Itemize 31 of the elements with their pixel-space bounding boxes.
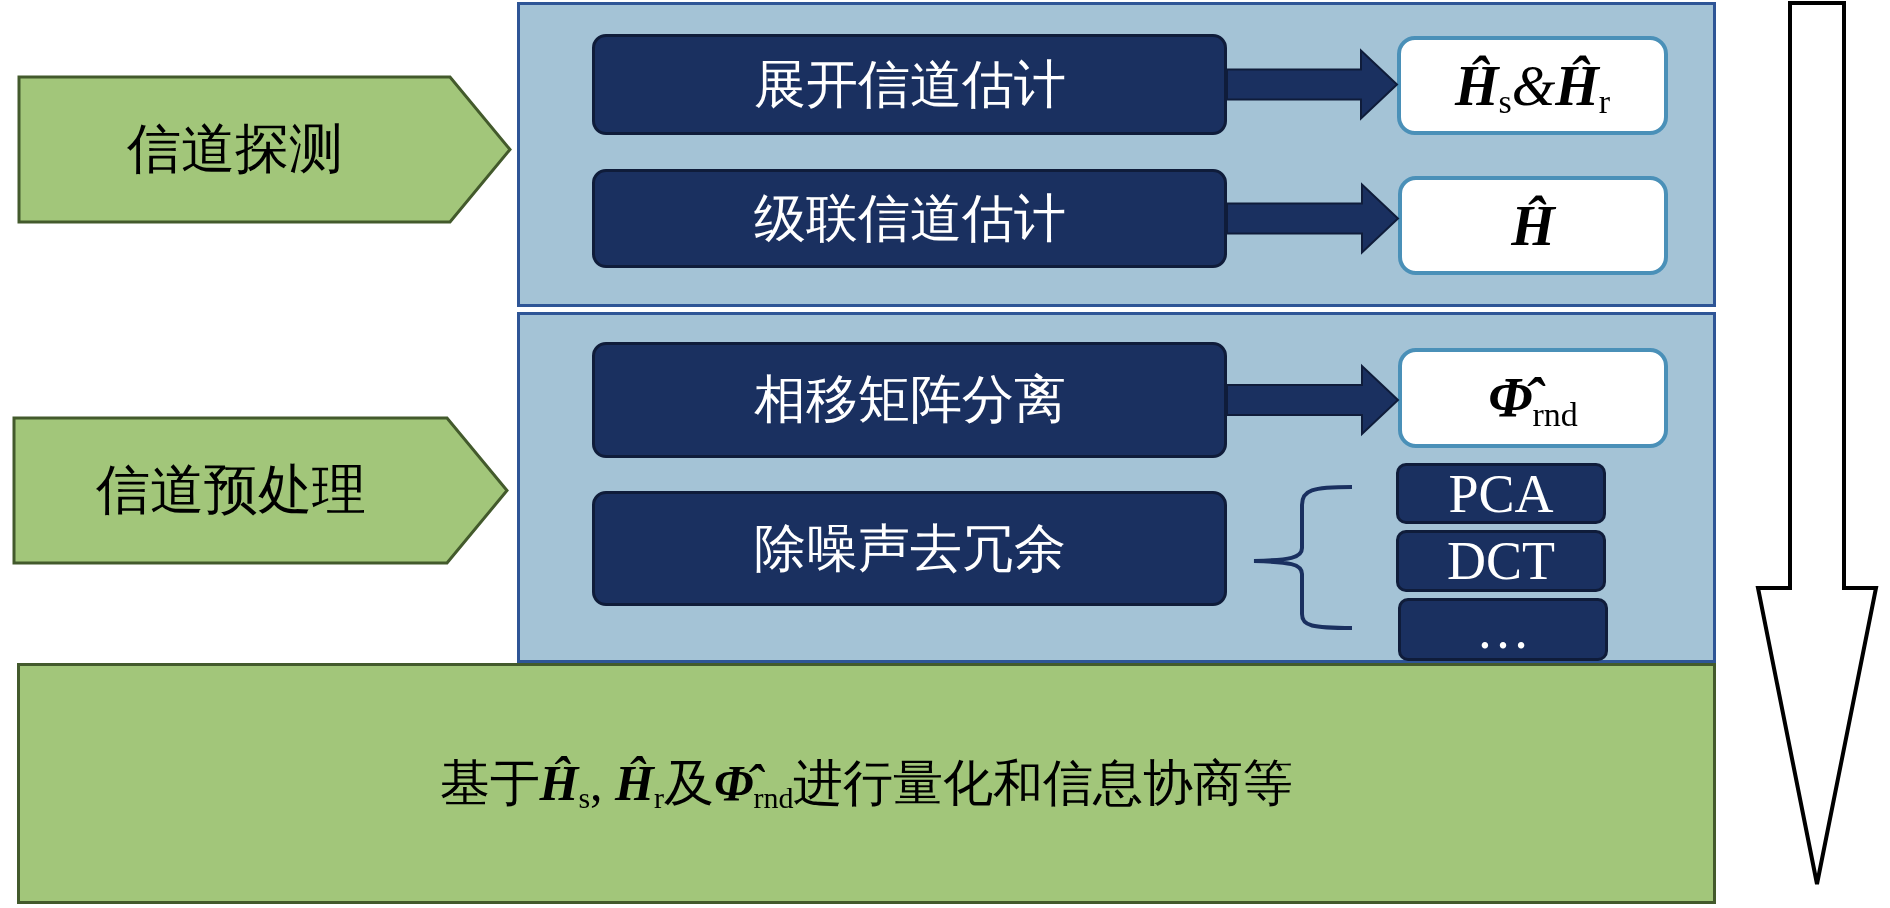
process-box xyxy=(592,491,1227,606)
method-box xyxy=(1396,530,1606,592)
stage-pentagon xyxy=(12,416,509,565)
method-box xyxy=(1396,463,1606,524)
panel xyxy=(517,2,1716,307)
box-text: 级联信道估计 xyxy=(753,188,1066,249)
block-arrow xyxy=(1226,363,1400,437)
result-box xyxy=(1398,176,1668,275)
box-text: Φ̂$_{rnd}$ xyxy=(1488,366,1578,435)
block-arrow xyxy=(1226,182,1400,255)
process-box xyxy=(592,169,1227,268)
box-text: Ĥ$_{s}$&Ĥ$_{r}$ xyxy=(1454,53,1611,122)
box-text: 除噪声去冗余 xyxy=(753,518,1066,579)
process-box xyxy=(592,34,1227,135)
box-text: DCT xyxy=(1447,534,1555,588)
result-box xyxy=(1397,36,1668,135)
box-text: 基于Ĥ$_{s}$, Ĥ$_{r}$及Φ̂$_{rnd}$进行量化和信息协商等 xyxy=(439,754,1294,816)
box-text: 信道探测 xyxy=(126,118,344,181)
box-text: 展开信道估计 xyxy=(753,54,1066,115)
result-box xyxy=(1398,348,1668,448)
box-text: 信道预处理 xyxy=(95,459,367,522)
process-box xyxy=(592,342,1227,458)
stage-pentagon xyxy=(17,75,512,224)
box-text: Ĥ xyxy=(1511,193,1555,259)
panel xyxy=(517,312,1716,663)
box-text: 相移矩阵分离 xyxy=(753,370,1066,430)
block-arrow xyxy=(1226,48,1399,121)
method-box xyxy=(1398,598,1608,661)
box-text: PCA xyxy=(1448,466,1554,521)
summary-band xyxy=(17,663,1716,904)
box-text: … xyxy=(1476,602,1530,657)
